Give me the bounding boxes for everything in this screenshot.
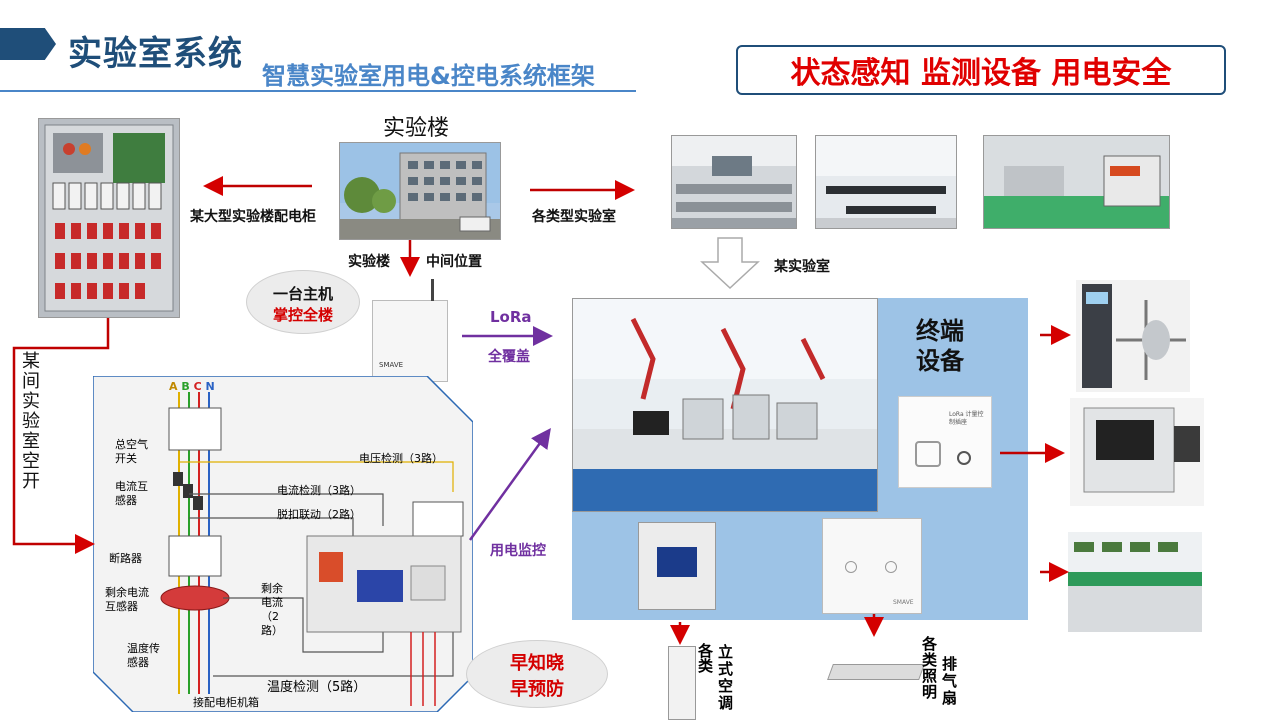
page-subtitle: 智慧实验室用电&控电系统框架 (262, 62, 595, 90)
aircon-label-b: 立式空调 (718, 643, 734, 712)
switch-brand: SMAVE (893, 599, 914, 606)
some-lab-label: 某实验室 (774, 259, 830, 275)
lora-socket: LoRa 计量控制插座 (898, 396, 992, 488)
light-label-a: 各类照明 (922, 635, 938, 701)
label-breaker: 断路器 (109, 552, 142, 565)
page-title: 实验室系统 (68, 34, 243, 74)
slogan-text: 状态感知 监测设备 用电安全 (790, 56, 1172, 91)
lab-photo-1 (671, 135, 797, 229)
lora-sub-label: 全覆盖 (488, 349, 530, 365)
label-residual: 剩余电流（2路） (261, 582, 283, 637)
label-temp-sensor: 温度传感器 (127, 642, 160, 669)
building-bottom-right: 中间位置 (426, 254, 482, 270)
lab-interior-photo (572, 298, 878, 512)
phase-c: C (193, 380, 202, 393)
wall-switch: SMAVE (822, 518, 922, 614)
building-bottom-left: 实验楼 (348, 254, 390, 270)
phase-b: B (181, 380, 190, 393)
label-ct: 电流互感器 (115, 480, 148, 507)
building-title: 实验楼 (383, 116, 450, 141)
building-left-label: 某大型实验楼配电柜 (190, 209, 316, 225)
host-device-brand: SMAVE (379, 361, 404, 369)
equipment-photo-2 (1070, 398, 1204, 506)
phase-a: A (169, 380, 178, 393)
meter-screen (657, 547, 697, 577)
host-antenna-icon (431, 279, 434, 301)
wiring-diagram-panel: A B C N 总空气开关 电流互感器 断路器 剩余电流互感器 温度传感器 接配… (92, 375, 474, 713)
building-right-label: 各类型实验室 (532, 209, 616, 225)
phase-labels: A B C N (169, 380, 215, 393)
label-temperature: 温度检测（5路） (267, 680, 367, 695)
electric-meter (638, 522, 716, 610)
label-main-switch: 总空气开关 (115, 438, 148, 465)
light-label-b: 排气扇 (942, 655, 958, 707)
distribution-cabinet-photo (38, 118, 180, 318)
host-bubble: 一台主机 掌控全楼 (246, 270, 360, 334)
label-rcd: 剩余电流互感器 (105, 586, 149, 613)
monitor-label: 用电监控 (490, 543, 546, 559)
aircon-label-a: 各类 (698, 642, 714, 675)
switch-button-2-icon (885, 561, 897, 573)
equipment-photo-3 (1068, 532, 1202, 632)
label-voltage: 电压检测（3路） (359, 452, 443, 465)
title-arrow-icon (0, 28, 56, 60)
label-current: 电流检测（3路） (277, 484, 361, 497)
socket-outlet-icon (915, 441, 941, 467)
label-cabinet: 接配电柜机箱 (193, 696, 259, 709)
title-underline (0, 90, 636, 92)
socket-text: LoRa 计量控制插座 (949, 411, 984, 426)
phase-n: N (205, 380, 215, 393)
warning-line1: 早知晓 (510, 653, 564, 674)
host-bubble-line2: 掌控全楼 (272, 306, 333, 324)
equipment-photo-1 (1076, 280, 1190, 392)
lab-photo-2 (815, 135, 957, 229)
warning-bubble: 早知晓 早预防 (466, 640, 608, 708)
light-icon (827, 664, 925, 680)
switch-button-1-icon (845, 561, 857, 573)
terminal-title: 终端设备 (916, 317, 964, 375)
aircon-icon (668, 646, 696, 720)
building-photo (339, 142, 501, 240)
lab-photo-3 (983, 135, 1170, 229)
vertical-breaker-label: 某间实验室空开 (22, 351, 40, 492)
slogan-box: 状态感知 监测设备 用电安全 (736, 45, 1226, 95)
host-device: SMAVE (372, 279, 448, 382)
lora-label: LoRa (490, 308, 532, 326)
label-trip: 脱扣联动（2路） (277, 508, 361, 521)
socket-button-icon (957, 451, 971, 465)
warning-line2: 早预防 (510, 679, 564, 700)
host-bubble-line1: 一台主机 (272, 285, 333, 303)
